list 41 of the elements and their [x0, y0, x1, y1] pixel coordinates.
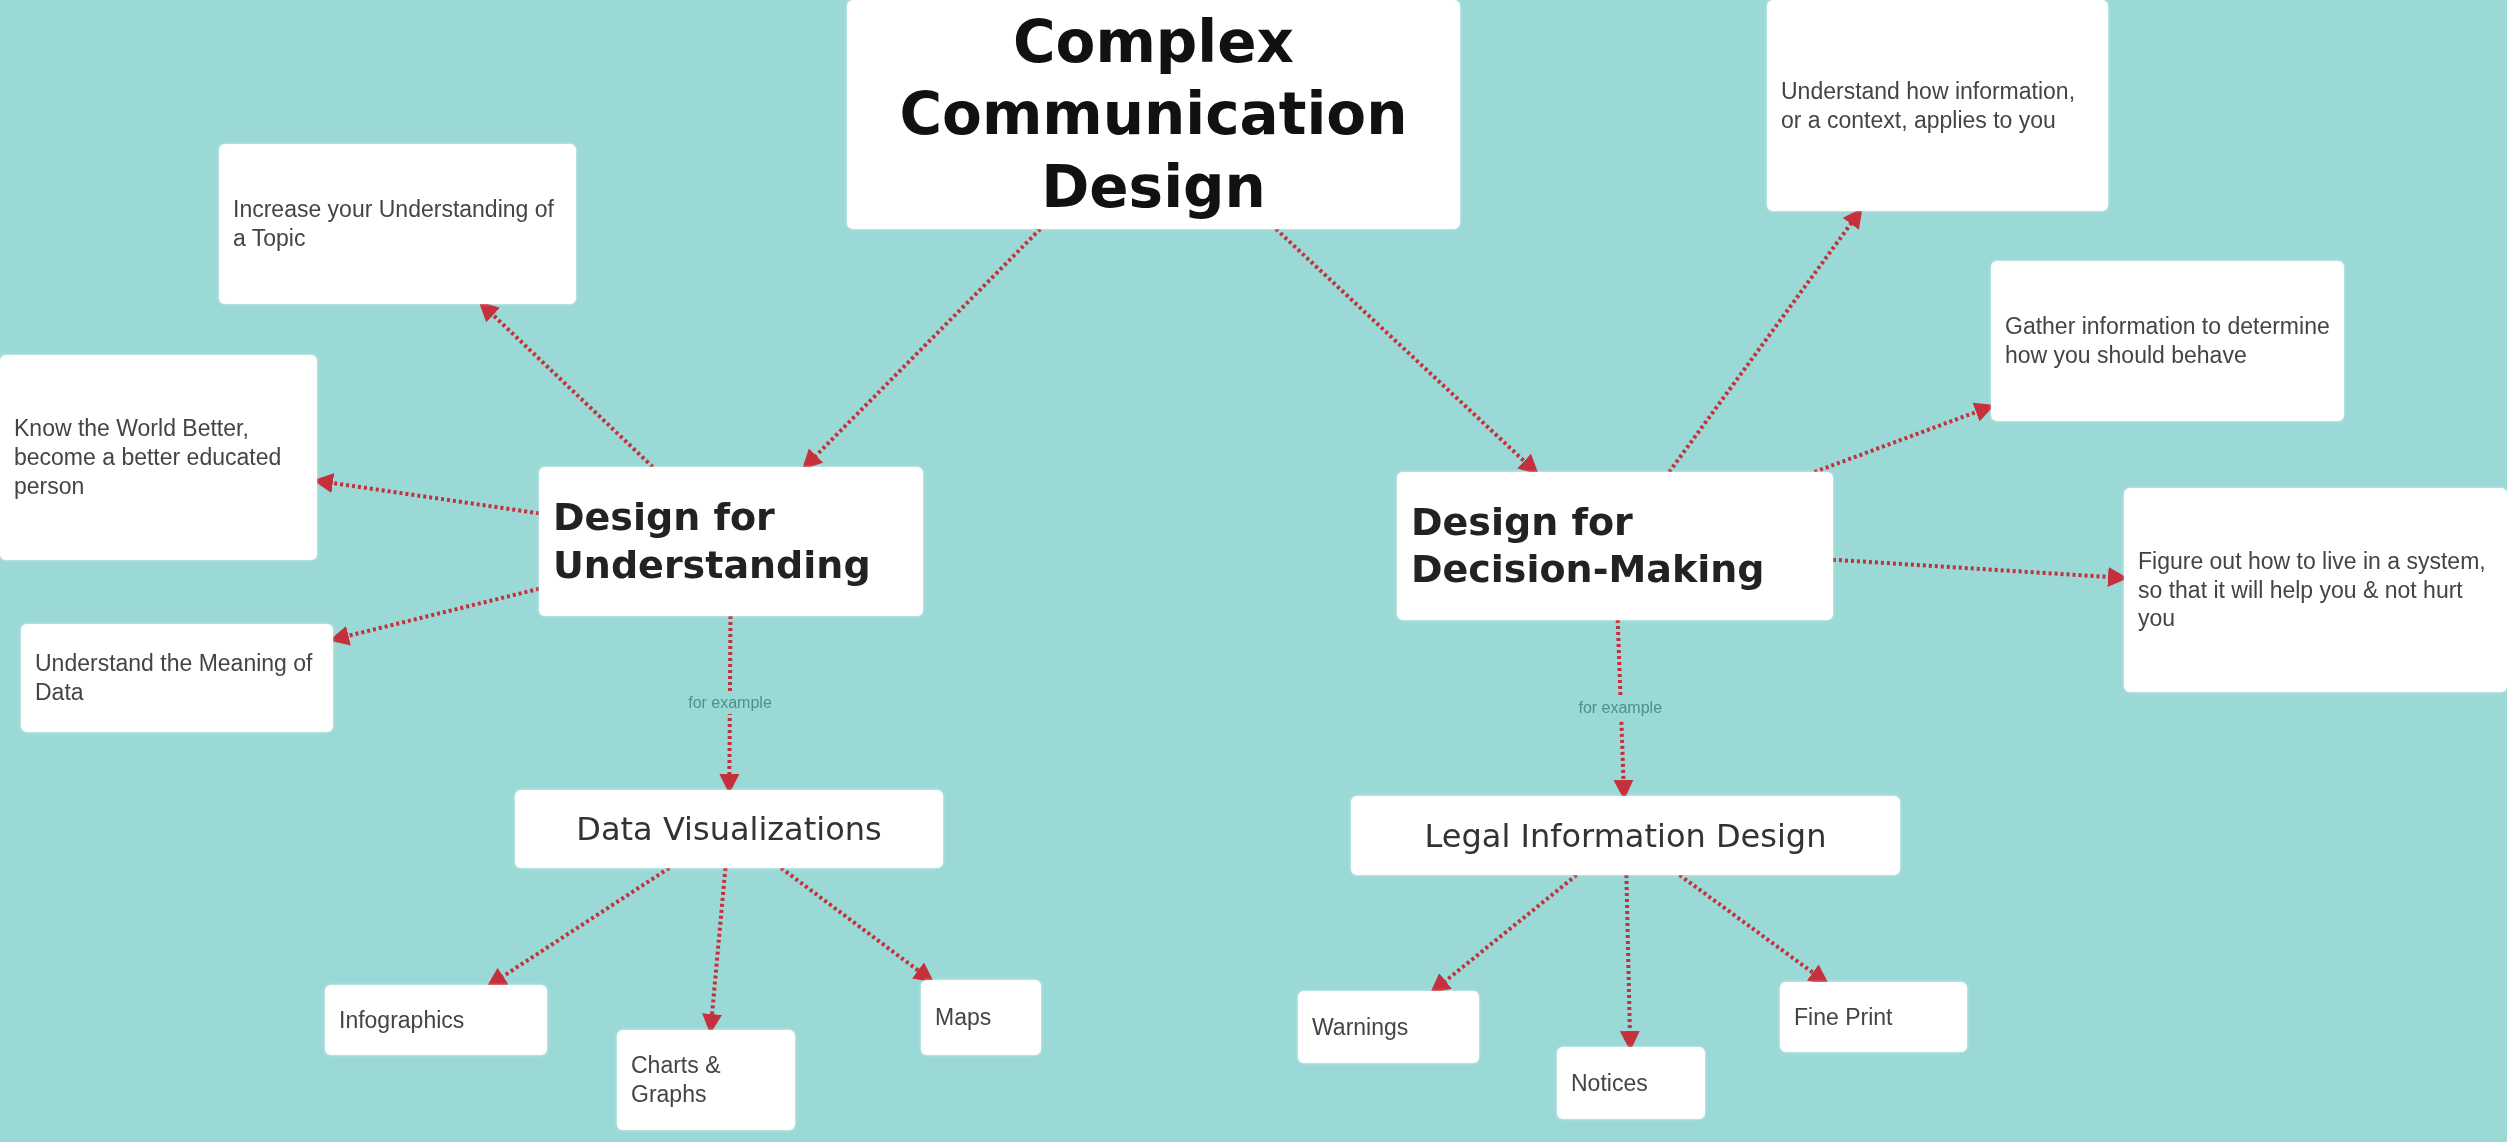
item-box — [219, 144, 576, 304]
node-text: Complex Communication Design — [898, 6, 1409, 223]
node-text: Gather information to determine how you should behave — [2005, 312, 2330, 370]
item-box — [0, 355, 317, 560]
node-text: Fine Print — [1794, 1002, 1893, 1032]
category-box — [1351, 796, 1900, 875]
dotted-arrow — [801, 227, 1042, 470]
item-box — [1991, 261, 2344, 421]
node-text: Figure out how to live in a system, so that it will help you & not hurt you — [2138, 546, 2487, 634]
node-text: Know the World Better, become a better educated person — [14, 414, 283, 501]
node-text: Increase your Understanding of a Topic — [233, 195, 555, 253]
item-box — [617, 1030, 795, 1130]
dotted-arrow — [1429, 873, 1578, 994]
item-box — [21, 624, 333, 732]
dotted-arrow — [1274, 227, 1539, 475]
item-box — [921, 980, 1041, 1055]
dotted-arrow — [1678, 873, 1829, 985]
node-text: Warnings — [1312, 1012, 1409, 1042]
node-text: Charts & Graphs — [631, 1051, 722, 1109]
item-box — [1767, 0, 2108, 211]
item-box — [2124, 488, 2507, 692]
title-box — [847, 0, 1460, 229]
category-box — [515, 790, 943, 868]
node-text: Infographics — [339, 1005, 465, 1035]
node-text: Design for Decision-Making — [1411, 498, 1766, 593]
node-text: Design for Understanding — [553, 494, 872, 589]
node-text: Understand the Meaning of Data — [35, 649, 314, 707]
node-text: Data Visualizations — [576, 809, 882, 849]
dotted-arrow — [486, 866, 671, 988]
dotted-arrow — [478, 301, 655, 469]
item-box — [325, 985, 547, 1055]
topic-box — [1397, 472, 1833, 620]
item-box — [1780, 982, 1967, 1052]
item-box — [1298, 991, 1479, 1063]
dotted-arrow — [779, 866, 935, 983]
node-text: Legal Information Design — [1424, 815, 1827, 856]
node-text: Understand how information, or a context, applies to you — [1781, 76, 2077, 135]
node-text: Notices — [1571, 1068, 1648, 1098]
item-box — [1557, 1047, 1705, 1119]
topic-box — [539, 467, 923, 616]
node-text: Maps — [935, 1003, 992, 1032]
